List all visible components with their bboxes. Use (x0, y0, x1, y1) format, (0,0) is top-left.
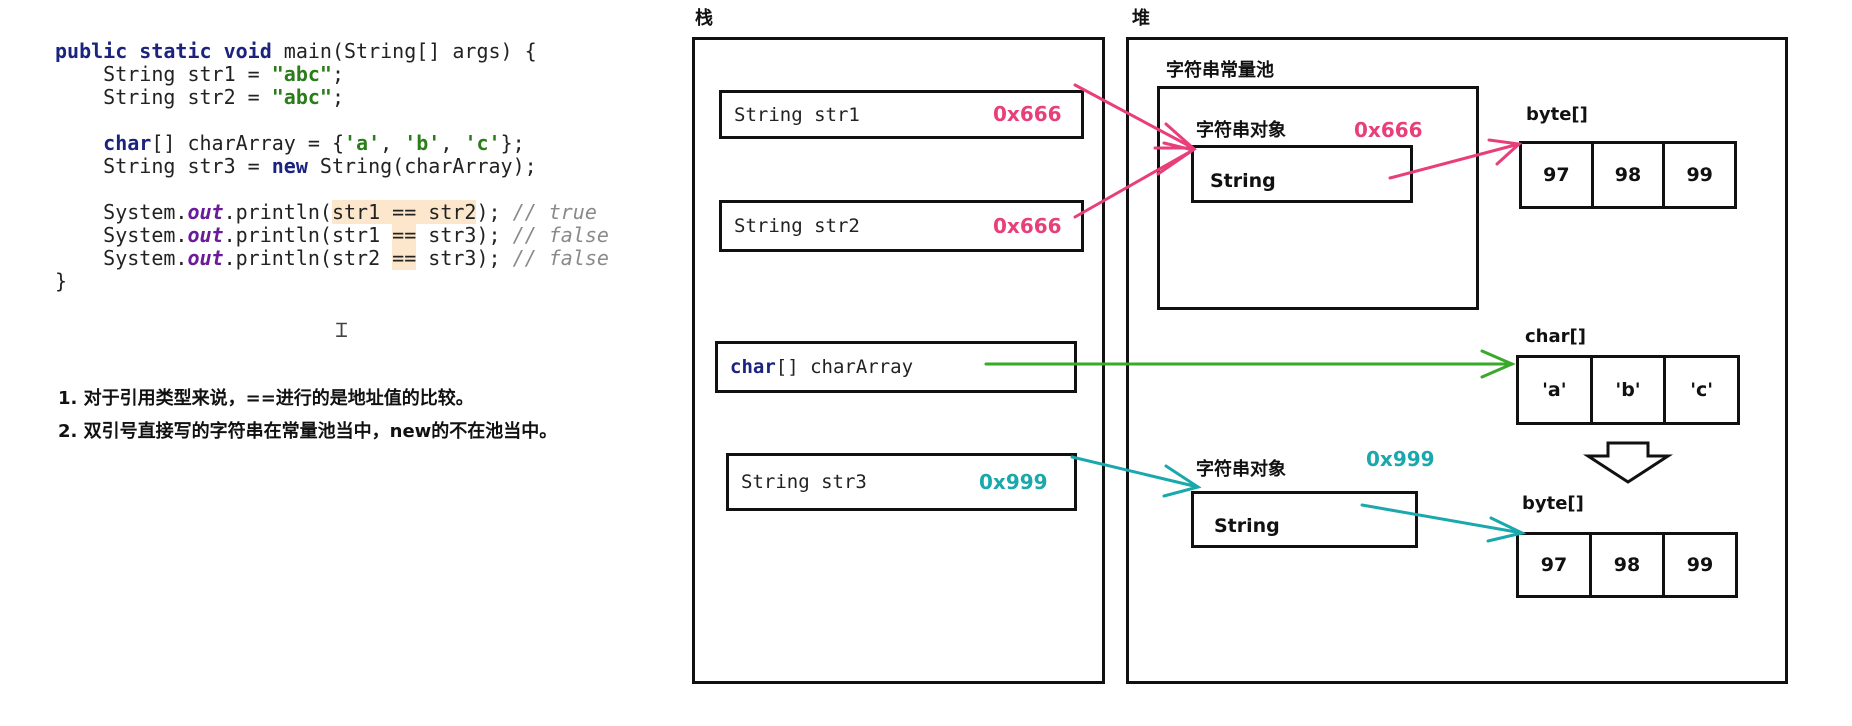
var-name: String str2 (734, 215, 860, 237)
code-line-9: } (55, 269, 68, 293)
char-array: 'a' 'b' 'c' (1516, 355, 1740, 425)
address-label: 0x999 (979, 470, 1048, 494)
heap-label: 堆 (1132, 8, 1150, 29)
byte-array-1: 97 98 99 (1519, 141, 1737, 209)
address-label: 0x666 (993, 102, 1062, 126)
stack-var-chararray: char[] charArray (715, 341, 1077, 393)
string-pool-label: 字符串常量池 (1166, 60, 1274, 81)
arrow-str2 (1073, 141, 1197, 219)
array-cell: 97 (1522, 144, 1594, 206)
string-object-text: String (1210, 170, 1276, 192)
byte-array-2-label: byte[] (1522, 493, 1584, 514)
note-2: 2. 双引号直接写的字符串在常量池当中，new的不在池当中。 (58, 421, 558, 442)
stack-var-str3: String str3 0x999 (726, 453, 1077, 511)
string-object-2-text: String (1214, 515, 1280, 537)
stack-var-str1: String str1 0x666 (719, 90, 1084, 139)
var-name: String str3 (741, 471, 867, 493)
string-object-label: 字符串对象 (1196, 120, 1286, 141)
code-line-5: String str3 = new String(charArray); (55, 154, 537, 178)
array-cell: 'a' (1519, 358, 1593, 422)
array-cell: 99 (1686, 554, 1714, 576)
arrow-str3 (1070, 455, 1202, 498)
address-label: 0x666 (993, 214, 1062, 238)
array-cell: 'c' (1690, 379, 1714, 401)
char-array-label: char[] (1525, 326, 1586, 347)
array-cell: 'b' (1593, 358, 1667, 422)
note-1: 1. 对于引用类型来说，==进行的是地址值的比较。 (58, 388, 474, 409)
convert-down-arrow (1582, 441, 1674, 484)
arrow-string2-to-bytes (1360, 503, 1527, 543)
byte-array-2: 97 98 99 (1516, 532, 1738, 598)
code-line-2: String str1 = "abc"; (55, 62, 345, 86)
code-line-7: System.out.println(str1 == str3); // fal… (103, 223, 609, 247)
string-object-address: 0x666 (1354, 118, 1423, 142)
array-cell: 97 (1519, 535, 1592, 595)
stack-label: 栈 (695, 8, 713, 29)
code-line-3: String str2 = "abc"; (55, 85, 345, 109)
array-cell: 98 (1592, 535, 1665, 595)
var-name: String str1 (734, 103, 860, 126)
arrow-str1 (1073, 83, 1197, 150)
string-object-2-address: 0x999 (1366, 447, 1435, 471)
string-object-box: String (1191, 145, 1413, 203)
code-line-6: System.out.println(str1 == str2); // tru… (103, 200, 597, 224)
code-line-4: char[] charArray = {'a', 'b', 'c'}; (103, 131, 525, 155)
stack-var-str2: String str2 0x666 (719, 200, 1084, 252)
string-object-2-box: String (1191, 491, 1418, 548)
arrow-chararray (984, 349, 1516, 379)
text-cursor-icon: Ɪ (336, 318, 348, 342)
array-cell: 99 (1686, 164, 1713, 186)
code-line-8: System.out.println(str2 == str3); // fal… (103, 246, 609, 270)
var-name: char[] charArray (730, 356, 914, 378)
arrow-string-to-bytes (1388, 138, 1523, 180)
array-cell: 98 (1594, 144, 1666, 206)
code-line-1: public static void main(String[] args) { (55, 39, 537, 63)
byte-array-label: byte[] (1526, 104, 1588, 125)
string-object-2-label: 字符串对象 (1196, 459, 1286, 480)
